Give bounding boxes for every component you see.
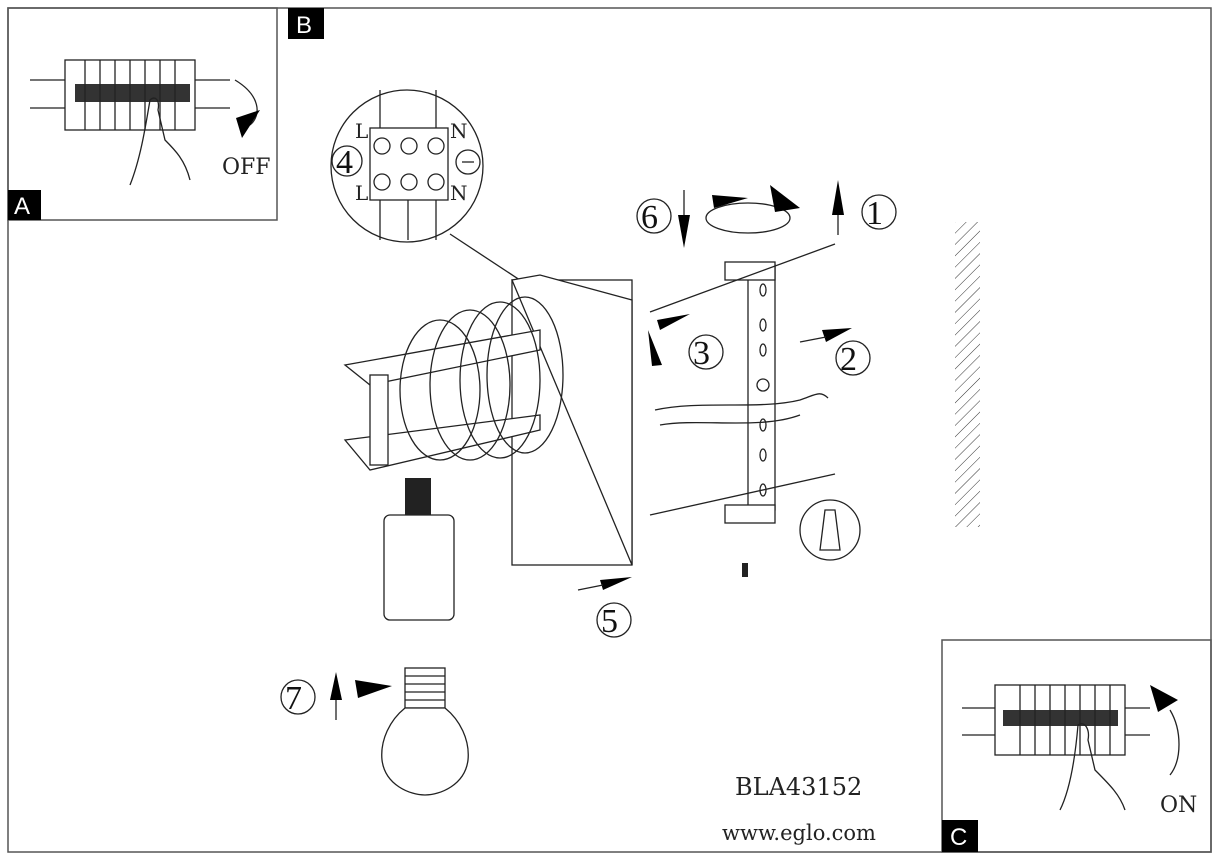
step-2: 2 (840, 341, 857, 378)
step-3: 3 (693, 335, 710, 372)
panel-b-label: B (296, 12, 312, 39)
step-7: 7 (285, 680, 302, 717)
lamp-fixture (343, 274, 633, 621)
step-4: 4 (336, 144, 353, 181)
model-number: BLA43152 (735, 773, 862, 801)
terminal-l-bottom: L (355, 181, 368, 205)
wall-hatching (955, 222, 980, 527)
terminal-n-bottom: N (450, 181, 468, 205)
off-label: OFF (222, 155, 271, 180)
step-5: 5 (601, 603, 618, 640)
page-frame (7, 7, 1212, 853)
website-url: www.eglo.com (722, 821, 876, 845)
rotate-arrow-icon (234, 79, 258, 126)
step-6: 6 (641, 199, 658, 236)
panel-c-label: C (950, 824, 967, 851)
terminal-n-top: N (450, 119, 468, 143)
mounting-bracket (649, 202, 861, 577)
panel-c-switch-on: C ON (941, 639, 1212, 853)
step-1: 1 (866, 195, 883, 232)
on-label: ON (1160, 793, 1197, 818)
breaker-panel-icon (30, 59, 230, 131)
hand-icon (129, 97, 191, 186)
light-bulb (381, 667, 469, 796)
panel-a-label: A (14, 193, 30, 220)
terminal-l-top: L (355, 119, 368, 143)
step-numbers: 1 2 3 5 6 7 (280, 194, 897, 717)
terminal-block-detail: L N L N 4 (330, 89, 536, 291)
panel-a-switch-off: A OFF (7, 7, 278, 221)
direction-arrows (330, 180, 852, 720)
